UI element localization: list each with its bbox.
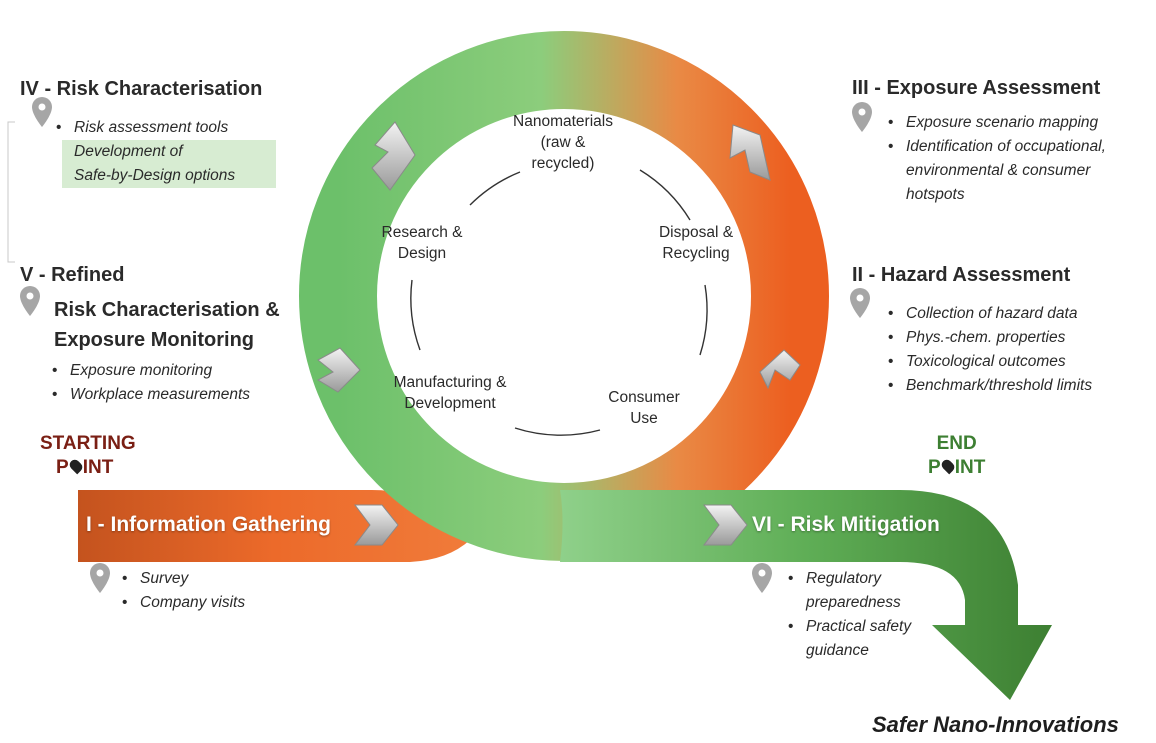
stage-i-title: I - Information Gathering [86,513,331,536]
safe-by-design-highlight: Development of Safe-by-Design options [62,140,276,188]
stage-iv-bullets: Risk assessment tools [54,116,294,140]
stage-iii-bullets: Exposure scenario mapping Identification… [886,111,1151,207]
stage-ii-bullets: Collection of hazard data Phys.-chem. pr… [886,302,1151,398]
stage-vi-bullets: Regulatory preparedness Practical safety… [786,567,956,663]
stage-ii-title: II - Hazard Assessment [852,264,1071,286]
stage-i-bullets: Survey Company visits [120,567,320,615]
stage-iv-title: IV - Risk Characterisation [20,78,263,100]
chevron-arrow-icon [316,121,801,546]
cycle-label-research-design: Research &Design [381,224,463,262]
cycle-label-manufacturing-development: Manufacturing &Development [393,374,507,412]
inner-dashed-circle [410,169,708,436]
stage-v-title: V - Refined [20,264,125,286]
stage-vi-title: VI - Risk Mitigation [752,513,940,536]
band-risk-mitigation [560,490,1052,700]
stage-v-subtitle: Risk Characterisation & Exposure Monitor… [54,299,280,351]
cycle-label-disposal-recycling: Disposal &Recycling [658,224,734,262]
cycle-label-nanomaterials: Nanomaterials(raw &recycled) [513,113,613,172]
stage-v-bullets: Exposure monitoring Workplace measuremen… [50,359,310,407]
footer-title: Safer Nano-Innovations [872,712,1119,737]
stage-iii-title: III - Exposure Assessment [852,77,1101,99]
bracket-line [7,121,15,263]
location-pin-icon [20,97,872,593]
location-pin-icon [67,457,85,475]
location-pin-icon [939,457,957,475]
